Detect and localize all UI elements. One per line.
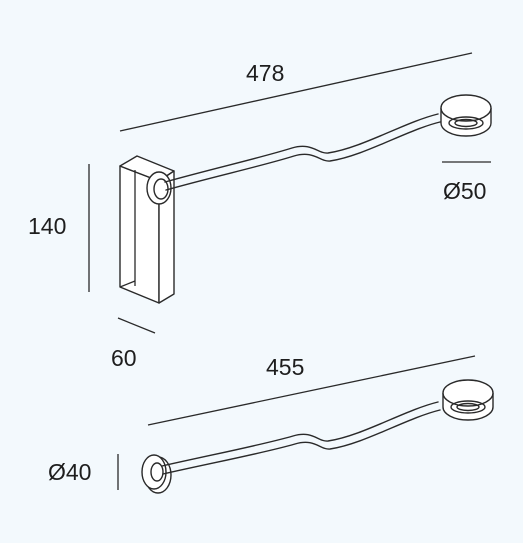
top-arm-upper-edge xyxy=(164,113,439,183)
bottom-length-label: 455 xyxy=(266,354,304,380)
head-diameter-dimension: Ø50 xyxy=(442,161,491,204)
top-lamp-head xyxy=(440,94,492,137)
bottom-head-lens-outer xyxy=(450,400,486,414)
bottom-head-top xyxy=(442,379,494,407)
bottom-length-line xyxy=(147,355,476,426)
top-head-top xyxy=(440,94,492,122)
base-bottom-edge xyxy=(119,280,136,288)
bottom-arm-upper-edge xyxy=(161,401,439,467)
base-diameter-label: Ø40 xyxy=(48,459,91,485)
top-head-lens-inner xyxy=(454,118,478,128)
top-head-lens-outer xyxy=(448,116,484,130)
round-base-socket xyxy=(150,462,164,482)
depth-dimension: 60 xyxy=(111,317,156,371)
bottom-length-dimension: 455 xyxy=(147,354,476,426)
height-dimension: 140 xyxy=(28,164,90,292)
bottom-arm-lower-edge xyxy=(162,409,441,475)
bottom-head-lens-inner xyxy=(456,402,480,412)
rectangular-wall-base xyxy=(119,155,175,304)
top-length-line xyxy=(119,52,473,132)
top-flexible-arm xyxy=(164,113,441,191)
depth-label: 60 xyxy=(111,345,137,371)
round-wall-base xyxy=(141,454,172,494)
top-arm-lower-edge xyxy=(165,121,441,191)
bottom-lamp-head xyxy=(442,379,494,421)
head-diameter-label: Ø50 xyxy=(443,178,486,204)
base-diameter-dimension: Ø40 xyxy=(48,454,119,490)
top-length-dimension: 478 xyxy=(119,52,473,132)
depth-line xyxy=(117,317,156,334)
height-label: 140 xyxy=(28,213,66,239)
top-length-label: 478 xyxy=(246,60,284,86)
bottom-flexible-arm xyxy=(161,401,441,475)
